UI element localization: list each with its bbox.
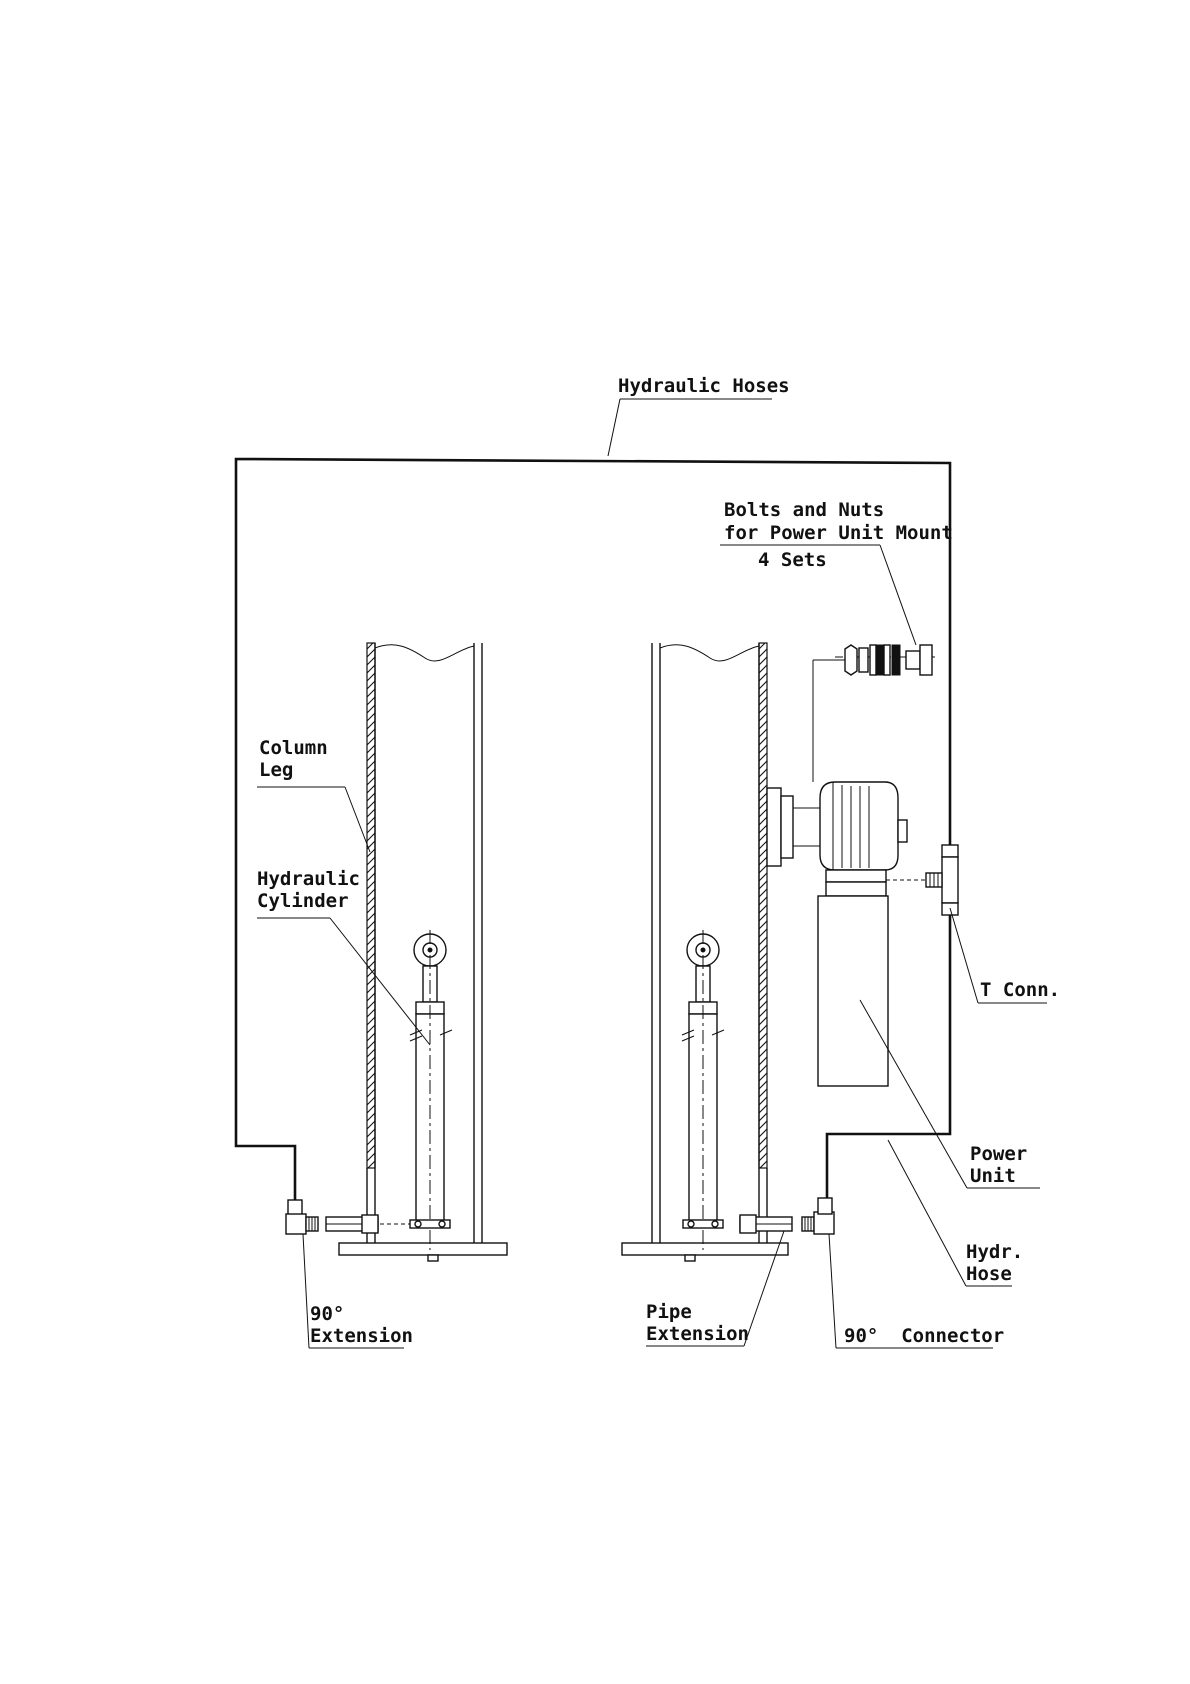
left-pipe-extension	[326, 1215, 378, 1233]
label-hydr-line1: Hydr.	[966, 1241, 1023, 1263]
label-90-connector: 90° Connector	[844, 1325, 1004, 1347]
left-90-extension-fitting	[286, 1200, 318, 1234]
label-hydraulic-hoses: Hydraulic Hoses	[618, 375, 790, 397]
label-pipe-extension-line1: Pipe	[646, 1301, 692, 1323]
left-hydraulic-cylinder	[380, 930, 452, 1250]
label-bolts-line2: for Power Unit Mount	[724, 522, 953, 544]
label-column-line1: Column	[259, 737, 328, 759]
power-unit	[767, 660, 907, 1086]
label-hydr-line2: Hose	[966, 1263, 1012, 1285]
label-bolts-line1: Bolts and Nuts	[724, 499, 884, 521]
label-pipe-extension-line2: Extension	[646, 1323, 749, 1345]
label-cylinder-line1: Hydraulic	[257, 868, 360, 890]
labels: Hydraulic Hoses Bolts and Nuts for Power…	[257, 375, 1060, 1347]
label-power-line1: Power	[970, 1143, 1027, 1165]
right-pipe-extension	[740, 1215, 792, 1233]
label-90-extension-line2: Extension	[310, 1325, 413, 1347]
label-cylinder-line2: Cylinder	[257, 890, 349, 912]
label-power-line2: Unit	[970, 1165, 1016, 1187]
label-bolts-line3: 4 Sets	[758, 549, 827, 571]
right-90-connector-fitting	[802, 1198, 834, 1234]
right-hydraulic-cylinder	[682, 930, 724, 1250]
label-t-conn: T Conn.	[980, 979, 1060, 1001]
label-column-line2: Leg	[259, 759, 293, 781]
label-90-extension-line1: 90°	[310, 1303, 344, 1325]
bolts-and-nuts-set	[835, 645, 935, 675]
